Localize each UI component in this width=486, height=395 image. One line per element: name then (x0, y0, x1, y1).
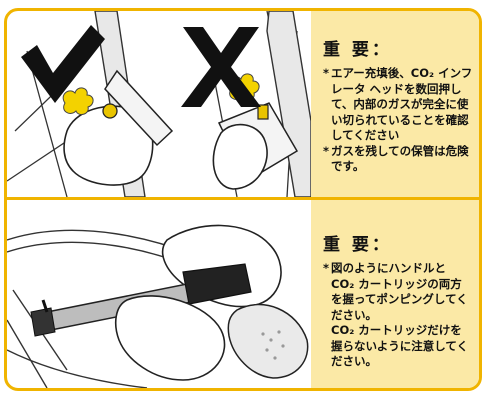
pumping-illustration (7, 200, 311, 388)
tire-right (266, 11, 311, 197)
inflator-left (104, 69, 174, 147)
bullet-text: ガスを残しての保管は危険です。 (331, 143, 469, 174)
gas-release-drawing (7, 11, 311, 197)
instruction-card: 重 要： * エアー充填後、CO₂ インフレータ ヘッドを数回押して、内部のガス… (4, 8, 482, 391)
bullet-text: 図のようにハンドルと CO₂ カートリッジの両方を握ってポンピングしてください。 (331, 261, 468, 322)
note-extra-text: CO₂ カートリッジだけを握らないように注意してください。 (331, 323, 469, 368)
note-gas-release: 重 要： * エアー充填後、CO₂ インフレータ ヘッドを数回押して、内部のガス… (311, 11, 479, 197)
valve-head-left (102, 103, 118, 119)
check-mark-icon (21, 25, 105, 103)
pump-handle (182, 263, 252, 305)
glove (227, 303, 309, 379)
bullet-mark: * (323, 66, 330, 80)
bullet-text: エアー充填後、CO₂ インフレータ ヘッドを数回押して、内部のガスが完全に使い切… (331, 66, 473, 142)
note-bullet: * 図のようにハンドルと CO₂ カートリッジの両方を握ってポンピングしてくださ… (323, 261, 473, 323)
note-title: 重 要： (323, 235, 392, 255)
note-bullet: * ガスを残しての保管は危険です。 (323, 144, 473, 175)
pump-head (30, 307, 56, 337)
hand-right (212, 123, 268, 190)
valve-head-right (257, 104, 269, 120)
note-title: 重 要： (323, 40, 392, 60)
note-bullet: * エアー充填後、CO₂ インフレータ ヘッドを数回押して、内部のガスが完全に使… (323, 66, 473, 144)
bullet-mark: * (323, 261, 330, 275)
gas-puff-left (62, 87, 94, 115)
panel-divider (7, 197, 479, 200)
bullet-mark: * (323, 143, 330, 158)
hand-lower (114, 295, 226, 381)
pump-nozzle (41, 299, 49, 313)
panel-pumping-grip: 重 要： * 図のようにハンドルと CO₂ カートリッジの両方を握ってポンピング… (7, 200, 479, 388)
pumping-drawing (7, 224, 309, 388)
x-mark-icon (181, 27, 261, 107)
gas-release-illustration (7, 11, 311, 197)
note-pumping-grip: 重 要： * 図のようにハンドルと CO₂ カートリッジの両方を握ってポンピング… (311, 200, 479, 388)
glove-dots (261, 330, 285, 360)
panel-gas-release: 重 要： * エアー充填後、CO₂ インフレータ ヘッドを数回押して、内部のガス… (7, 11, 479, 197)
